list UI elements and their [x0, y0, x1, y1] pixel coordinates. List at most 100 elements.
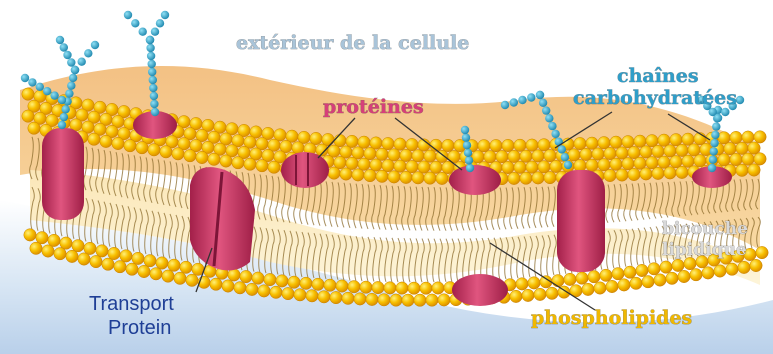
phospholipid-head [156, 257, 168, 269]
phospholipid-head [502, 139, 514, 151]
phospholipid-head [420, 282, 432, 294]
carbohydrate-bead [67, 82, 75, 90]
phospholipid-head [682, 133, 694, 145]
carbohydrate-bead [131, 19, 139, 27]
carbohydrate-bead [91, 41, 99, 49]
phospholipid-head [490, 139, 502, 151]
carbohydrate-bead [28, 78, 36, 86]
phospholipid-head [96, 245, 108, 257]
phospholipid-head [424, 150, 436, 162]
phospholipid-head [376, 148, 388, 160]
phospholipid-head [676, 166, 688, 178]
phospholipid-head [730, 153, 742, 165]
phospholipid-head [388, 171, 400, 183]
phospholipid-head [594, 282, 606, 294]
phospholipid-head [604, 169, 616, 181]
peripheral-protein-bottom [452, 274, 508, 306]
carbohydrate-bead [147, 52, 155, 60]
carbohydrate-bead [564, 161, 572, 169]
phospholipid-head [184, 150, 196, 162]
carbohydrate-bead [465, 156, 473, 164]
phospholipid-head [520, 150, 532, 162]
phospholipid-head [646, 157, 658, 169]
phospholipid-head [268, 161, 280, 173]
phospholipid-head [400, 149, 412, 161]
phospholipid-head [622, 136, 634, 148]
phospholipid-head [120, 250, 132, 262]
phospholipid-head [376, 170, 388, 182]
phospholipid-head [412, 150, 424, 162]
integral-protein-left [42, 128, 84, 220]
phospholipid-head [384, 282, 396, 294]
phospholipid-head [370, 137, 382, 149]
carbohydrate-bead [36, 83, 44, 91]
carbohydrate-bead [710, 139, 718, 147]
phospholipid-head [642, 276, 654, 288]
phospholipid-head [144, 255, 156, 267]
carbohydrate-bead [60, 43, 68, 51]
phospholipid-head [436, 150, 448, 162]
phospholipid-head [394, 160, 406, 172]
phospholipid-head [666, 272, 678, 284]
phospholipid-head [186, 274, 198, 286]
phospholipid-head [388, 149, 400, 161]
phospholipid-head [400, 171, 412, 183]
carbohydrate-bead [510, 98, 518, 106]
phospholipid-head [742, 153, 754, 165]
carbohydrate-bead [711, 131, 719, 139]
phospholipid-head [294, 289, 306, 301]
phospholipid-head [256, 160, 268, 172]
phospholipid-head [328, 167, 340, 179]
carbohydrate-bead [69, 74, 77, 82]
label-transport-protein-line1: Transport [89, 294, 174, 314]
phospholipid-head [660, 261, 672, 273]
phospholipid-head [148, 144, 160, 156]
phospholipid-head [222, 280, 234, 292]
phospholipid-head [102, 258, 114, 270]
carbohydrate-bead [150, 100, 158, 108]
label-carbohydrate-chains-line2: carbohydratées [573, 89, 737, 108]
carbohydrate-bead [461, 126, 469, 134]
phospholipid-head [544, 171, 556, 183]
carbohydrate-bead [149, 76, 157, 84]
phospholipid-head [112, 137, 124, 149]
phospholipid-head [510, 290, 522, 302]
phospholipid-head [514, 139, 526, 151]
carbohydrate-bead [151, 28, 159, 36]
phospholipid-head [136, 142, 148, 154]
carbohydrate-bead [156, 19, 164, 27]
phospholipid-head [372, 281, 384, 293]
carbohydrate-bead [84, 49, 92, 57]
phospholipid-head [736, 142, 748, 154]
carbohydrate-bead [61, 105, 69, 113]
phospholipid-head [364, 147, 376, 159]
carbohydrate-bead [462, 133, 470, 141]
phospholipid-head [358, 158, 370, 170]
phospholipid-head [414, 294, 426, 306]
phospholipid-head [678, 270, 690, 282]
carbohydrate-bead [50, 91, 58, 99]
phospholipid-head [754, 153, 766, 165]
phospholipid-head [138, 265, 150, 277]
carbohydrate-bead [139, 28, 147, 36]
phospholipid-head [244, 158, 256, 170]
phospholipid-head [394, 138, 406, 150]
phospholipid-head [346, 135, 358, 147]
phospholipid-head [508, 172, 520, 184]
phospholipid-head [630, 277, 642, 289]
phospholipid-head [406, 138, 418, 150]
phospholipid-head [658, 134, 670, 146]
phospholipid-head [132, 252, 144, 264]
phospholipid-head [438, 294, 450, 306]
phospholipid-head [360, 281, 372, 293]
carbohydrate-bead [710, 147, 718, 155]
phospholipid-head [114, 261, 126, 273]
phospholipid-head [24, 229, 36, 241]
phospholipid-head [526, 161, 538, 173]
carbohydrate-bead [561, 153, 569, 161]
phospholipid-head [532, 172, 544, 184]
phospholipid-head [754, 131, 766, 143]
phospholipid-head [496, 150, 508, 162]
carbohydrate-bead [58, 121, 66, 129]
phospholipid-head [270, 286, 282, 298]
